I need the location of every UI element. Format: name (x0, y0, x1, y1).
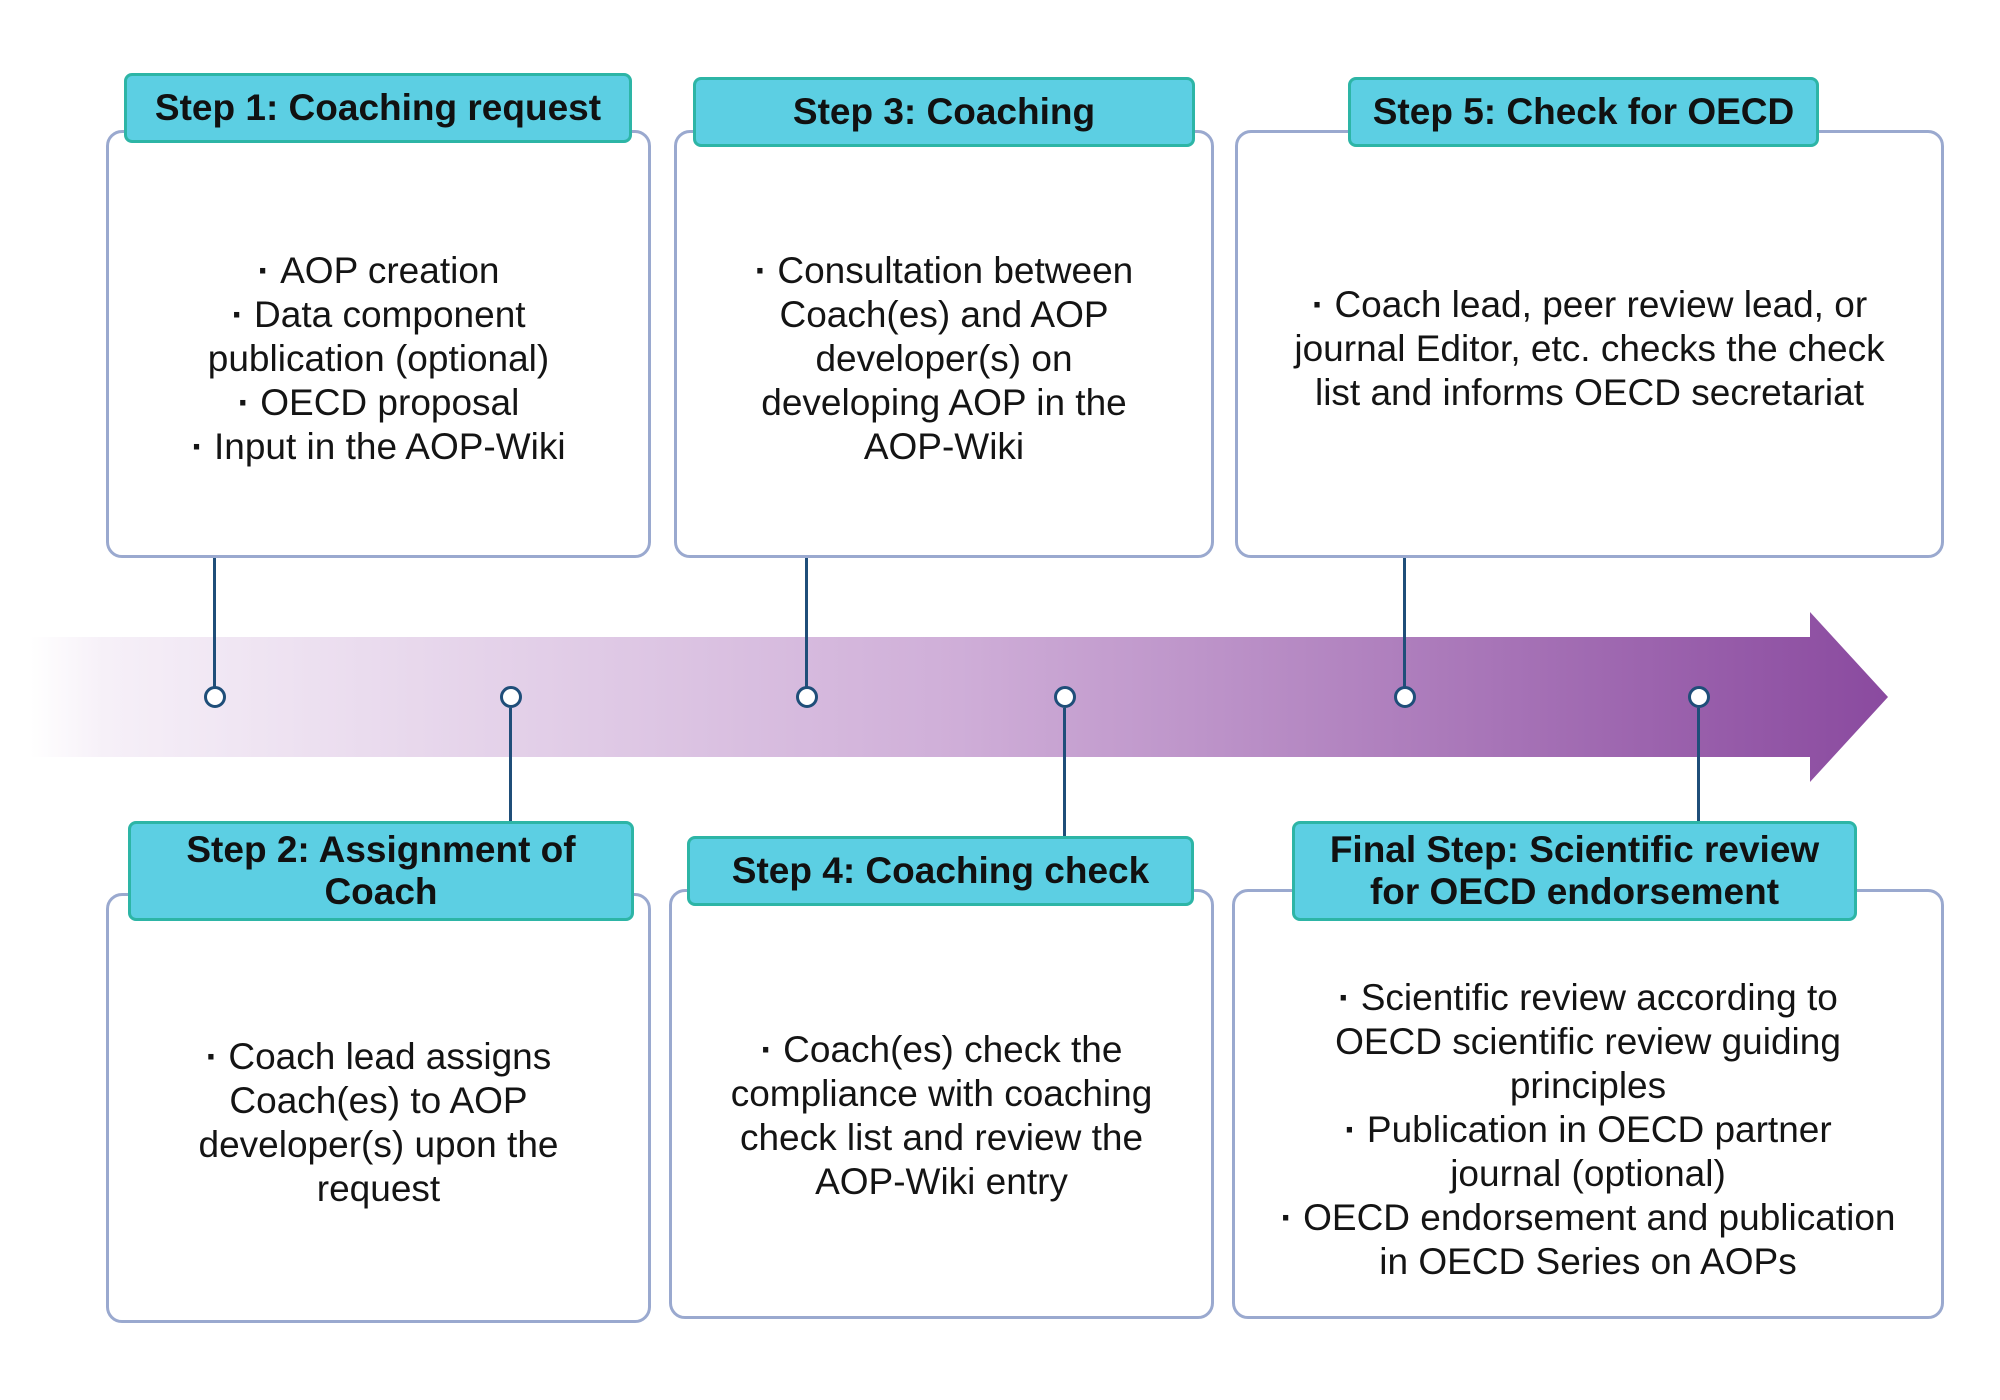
step-5-item: Coach lead, peer review lead, or journal… (1290, 283, 1890, 415)
step-2-card: Coach lead assigns Coach(es) to AOP deve… (106, 893, 651, 1323)
step-1-card: AOP creation Data component publication … (106, 130, 651, 558)
step-5-card: Coach lead, peer review lead, or journal… (1235, 130, 1944, 558)
final-step-list: Scientific review according to OECD scie… (1268, 976, 1908, 1284)
step-1-item: Input in the AOP-Wiki (189, 425, 569, 469)
step-4-list: Coach(es) check the compliance with coac… (707, 1028, 1177, 1204)
step-3-card: Consultation between Coach(es) and AOP d… (674, 130, 1214, 558)
step-1-item: OECD proposal (189, 381, 569, 425)
step-3-header: Step 3: Coaching (693, 77, 1195, 147)
final-step-card: Scientific review according to OECD scie… (1232, 889, 1944, 1319)
timeline-node-final-step (1688, 686, 1710, 708)
step-5-list: Coach lead, peer review lead, or journal… (1290, 283, 1890, 415)
timeline-node-step-2 (500, 686, 522, 708)
timeline-node-step-4 (1054, 686, 1076, 708)
step-2-header: Step 2: Assignment of Coach (128, 821, 634, 921)
step-2-item: Coach lead assigns Coach(es) to AOP deve… (179, 1035, 579, 1211)
timeline-node-step-5 (1394, 686, 1416, 708)
step-1-list: AOP creation Data component publication … (189, 249, 569, 469)
step-3-list: Consultation between Coach(es) and AOP d… (734, 249, 1154, 469)
step-5-header: Step 5: Check for OECD (1348, 77, 1819, 147)
connector-step-2 (509, 708, 512, 821)
timeline-arrow-shape (30, 612, 1888, 782)
final-step-item: Publication in OECD partner journal (opt… (1328, 1108, 1848, 1196)
step-4-item: Coach(es) check the compliance with coac… (707, 1028, 1177, 1204)
connector-step-1 (213, 557, 216, 687)
connector-step-3 (805, 557, 808, 687)
timeline-node-step-3 (796, 686, 818, 708)
timeline-node-step-1 (204, 686, 226, 708)
step-4-header: Step 4: Coaching check (687, 836, 1194, 906)
step-3-item: Consultation between Coach(es) and AOP d… (734, 249, 1154, 469)
step-1-header: Step 1: Coaching request (124, 73, 632, 143)
final-step-item: Scientific review according to OECD scie… (1308, 976, 1868, 1108)
step-4-card: Coach(es) check the compliance with coac… (669, 889, 1214, 1319)
connector-final-step (1697, 708, 1700, 821)
step-1-item: AOP creation (189, 249, 569, 293)
final-step-header: Final Step: Scientific review for OECD e… (1292, 821, 1857, 921)
step-2-list: Coach lead assigns Coach(es) to AOP deve… (179, 1035, 579, 1211)
step-1-item: Data component publication (optional) (189, 293, 569, 381)
final-step-item: OECD endorsement and publication in OECD… (1268, 1196, 1908, 1284)
connector-step-5 (1403, 557, 1406, 687)
connector-step-4 (1063, 708, 1066, 836)
